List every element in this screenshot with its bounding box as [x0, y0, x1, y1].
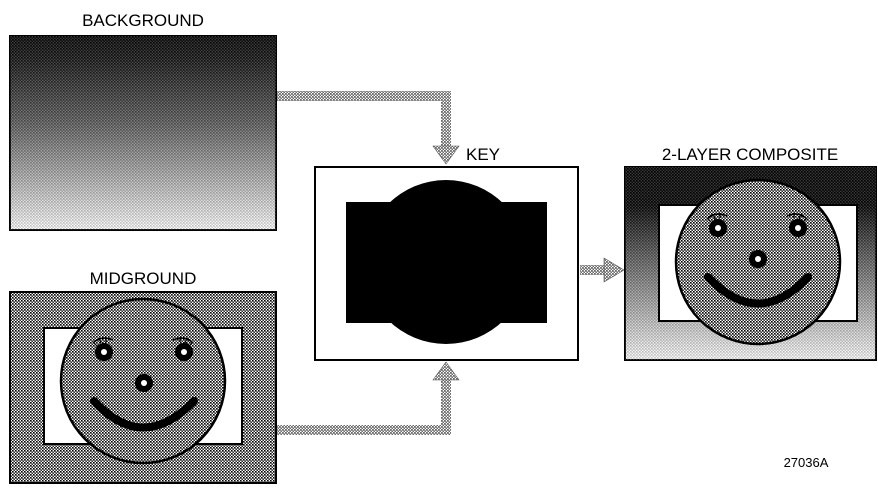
smile-mouth	[90, 397, 198, 432]
key-label: KEY	[466, 145, 500, 164]
midground-label: MIDGROUND	[90, 269, 197, 288]
composite-label: 2-LAYER COMPOSITE	[662, 145, 838, 164]
background-panel	[9, 35, 277, 231]
smiley-face	[59, 297, 227, 465]
arrow-head-down	[432, 145, 460, 165]
arrow-head-up	[432, 361, 460, 381]
composite-smiley-face	[674, 178, 842, 346]
midground-panel	[9, 291, 277, 484]
connector-arrows	[276, 91, 625, 435]
figure-number: 27036A	[784, 455, 829, 470]
key-panel	[314, 166, 579, 361]
arrow-background-to-key	[276, 91, 451, 146]
composite-panel	[624, 166, 877, 361]
arrow-midground-to-key	[276, 378, 451, 435]
composite-smile-mouth	[704, 273, 812, 308]
background-label: BACKGROUND	[82, 11, 204, 30]
arrow-head-right	[603, 257, 625, 283]
key-matte-circle	[364, 180, 528, 344]
